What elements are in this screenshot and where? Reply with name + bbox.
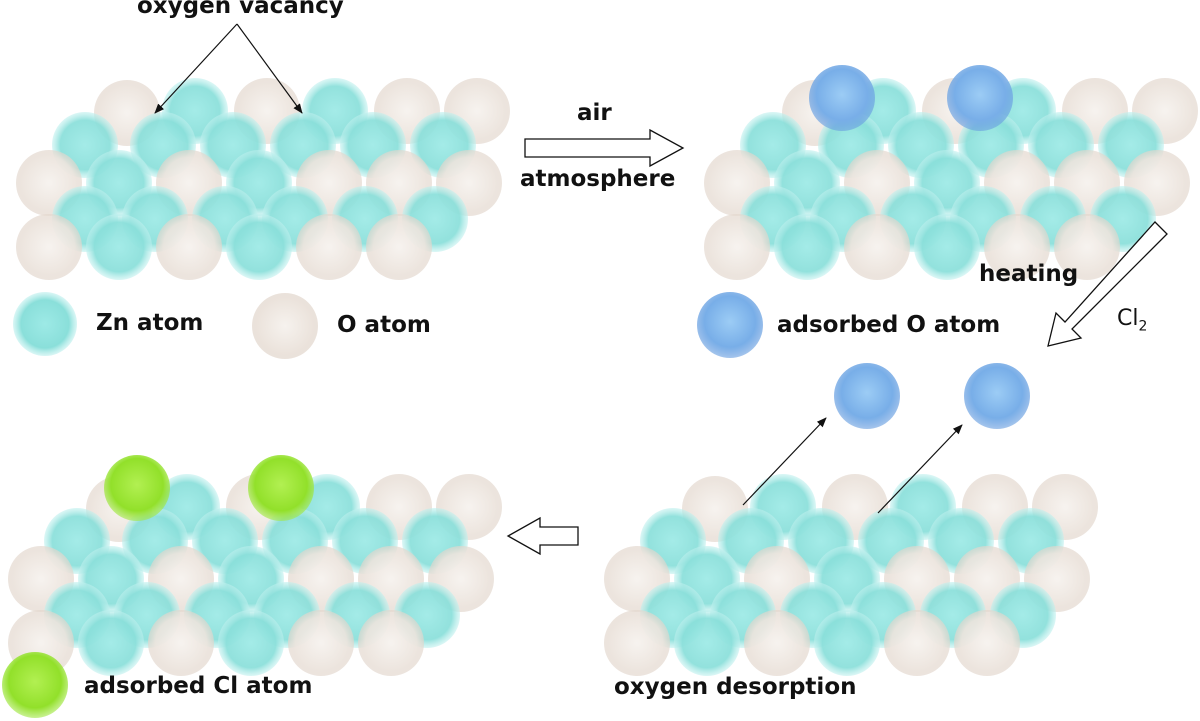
adsorbed-cl-atom-legend-icon [2, 652, 68, 718]
adsorbed-cl-atom [104, 455, 170, 521]
zn-atom [674, 610, 740, 676]
adsorbed-cl-atom-legend-label: adsorbed Cl atom [84, 673, 313, 699]
heating-cl2-arrow [1047, 221, 1168, 347]
cl2-label: Cl2 [1117, 306, 1148, 335]
to-cl-adsorption-arrow [506, 516, 579, 556]
o-atom [366, 214, 432, 280]
atmosphere-label: atmosphere [520, 166, 676, 192]
adsorbed-o-atom [947, 65, 1013, 131]
zn-atom-legend-label: Zn atom [96, 310, 204, 336]
zn-atom [218, 610, 284, 676]
o-atom [604, 610, 670, 676]
o-atom [954, 610, 1020, 676]
vacancy-pointer-right [236, 23, 303, 114]
o-atom [296, 214, 362, 280]
o-atom [288, 610, 354, 676]
o-atom-legend-icon [252, 293, 318, 359]
adsorbed-o-atom [809, 65, 875, 131]
zn-atom-legend-icon [13, 292, 77, 356]
desorption-arrow-left [742, 417, 827, 506]
o-atom [744, 610, 810, 676]
cl2-label-base: Cl [1117, 306, 1139, 331]
air-label: air [577, 100, 612, 126]
zn-atom [78, 610, 144, 676]
vacancy-pointer-left [154, 23, 238, 114]
lattice-with-adsorbed-oxygen [704, 78, 1198, 280]
oxygen-vacancy-label: oxygen vacancy [137, 0, 344, 19]
o-atom [156, 214, 222, 280]
zn-atom [774, 214, 840, 280]
o-atom [704, 214, 770, 280]
adsorbed-o-atom-legend-label: adsorbed O atom [777, 312, 1001, 338]
o-atom [844, 214, 910, 280]
zn-atom [914, 214, 980, 280]
o-atom-legend-label: O atom [337, 312, 431, 338]
heating-label: heating [979, 261, 1079, 287]
o-atom [148, 610, 214, 676]
zn-atom [86, 214, 152, 280]
oxygen-desorption-label: oxygen desorption [614, 674, 857, 700]
cl2-label-subscript: 2 [1138, 318, 1148, 335]
o-atom [1054, 214, 1120, 280]
zn-atom [814, 610, 880, 676]
lattice-with-oxygen-vacancies [16, 78, 510, 280]
air-atmosphere-arrow [524, 128, 685, 168]
o-atom [984, 214, 1050, 280]
lattice-after-oxygen-desorption [604, 474, 1098, 676]
o-atom [358, 610, 424, 676]
o-atom [884, 610, 950, 676]
desorption-arrow-right [877, 424, 963, 514]
lattice-with-adsorbed-chlorine [8, 474, 502, 676]
adsorbed-cl-atom [248, 455, 314, 521]
o-atom [16, 214, 82, 280]
zn-atom [226, 214, 292, 280]
adsorbed-o-atom-legend-icon [697, 292, 763, 358]
desorbed-o-atom [964, 363, 1030, 429]
desorbed-o-atom [834, 363, 900, 429]
